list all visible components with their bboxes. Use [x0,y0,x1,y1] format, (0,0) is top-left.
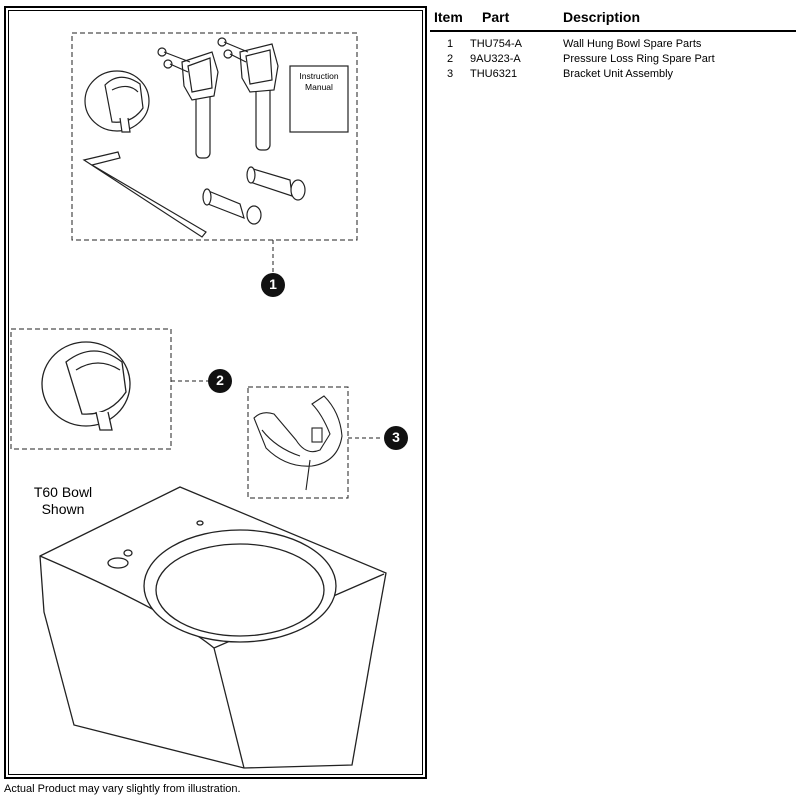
callout-1-number: 1 [269,276,277,292]
header-item: Item [434,9,463,25]
group-3-dashed-box [247,386,349,499]
anchor-bolt-1 [202,188,262,225]
ring-part-small [84,70,150,133]
row-part: THU6321 [470,68,518,80]
row-description: Wall Hung Bowl Spare Parts [563,38,702,50]
callout-1-marker [261,273,285,297]
row-item: 2 [447,53,454,65]
table-row: 3 THU6321 Bracket Unit Assembly [430,67,796,82]
header-description: Description [563,9,641,25]
table-header: Item Part Description [430,6,796,32]
group-2-dashed-box [10,328,172,450]
anchor-bolt-2 [246,166,306,201]
row-description: Pressure Loss Ring Spare Part [563,53,715,65]
diagram-frame [4,6,427,779]
parts-table: Item Part Description 1 THU754-A Wall Hu… [430,6,796,82]
bracket-part-left [157,47,219,159]
instruction-manual [289,65,349,133]
table-row: 1 THU754-A Wall Hung Bowl Spare Parts [430,37,796,52]
callout-2-marker [208,369,232,393]
bracket-unit-assembly [253,395,343,491]
bowl-caption: T60 Bowl Shown [33,484,93,518]
table-row: 2 9AU323-A Pressure Loss Ring Spare Part [430,52,796,67]
footer-note: Actual Product may vary slightly from il… [4,783,241,795]
wall-hung-bowl [39,486,387,769]
row-part: THU754-A [470,38,522,50]
bracket-part-right [217,37,279,151]
bowl-caption-line1: T60 Bowl [33,484,93,500]
group-1-dashed-box [71,32,358,241]
bowl-caption-line2: Shown [41,501,85,517]
instruction-manual-label: Instruction Manual [299,71,339,92]
header-part: Part [482,9,510,25]
ring-part-large [41,341,131,431]
row-part: 9AU323-A [470,53,521,65]
hex-key [82,151,207,238]
callout-3-number: 3 [392,429,400,445]
row-item: 1 [447,38,454,50]
row-item: 3 [447,68,454,80]
callout-3-marker [384,426,408,450]
callout-2-number: 2 [216,372,224,388]
row-description: Bracket Unit Assembly [563,68,674,80]
